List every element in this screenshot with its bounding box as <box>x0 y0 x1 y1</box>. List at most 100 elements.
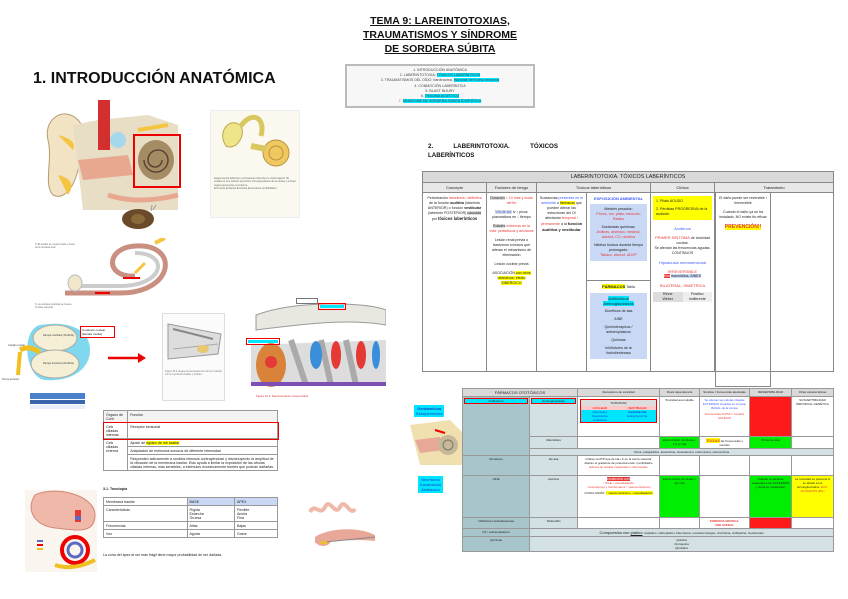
corti-cell: Ajuste de rigidez de mb basilar <box>127 438 278 447</box>
tono-cell: Rígida Estrecha Gruesa <box>186 505 235 522</box>
table-of-contents: 1. INTRODUCCIÓN ANATÓMICA 2. LABERINTOTO… <box>345 64 535 108</box>
corti-header-funcion: Función <box>127 410 278 423</box>
title-line-2: TRAUMATISMOS Y SÍNDROME <box>362 29 517 41</box>
t2-cell: Otros: polipéptidos, tetraciclina, clora… <box>529 448 834 456</box>
tratamiento-cell: El daño puede ser reversible / irreversi… <box>715 193 771 387</box>
brain-tonotopy-figure <box>25 490 97 572</box>
t2-cell: Sildenafilo <box>529 517 578 529</box>
t2-cell: INHIBICIÓN COX↓ PGE ↓ vasodilatación↑ le… <box>577 475 660 518</box>
figure-caption: Figura 22-3. Representación esquemática <box>256 394 309 398</box>
tono-cell: Bajas <box>233 521 279 530</box>
right-arrow-icon <box>108 350 146 368</box>
t2-reversibility-red <box>749 396 792 437</box>
small-blue-table <box>30 393 85 409</box>
t2-cell: Aspirina <box>529 475 578 518</box>
rampa-vestibular-label: Rampa vestibular (Perilinfa) <box>43 334 74 337</box>
table1-title: LABERINTOTOXIA. TÓXICOS LABERÍNTICOS <box>423 172 833 183</box>
neomicina-label: Neomicina Kanamicina Amikacina <box>418 476 443 493</box>
title-line-3: DE SORDERA SÚBITA <box>384 43 496 55</box>
t2-cell: SORDERA BRUSCA, UNILATERAL <box>699 517 750 529</box>
col-tratamiento: Tratamiento <box>763 185 785 190</box>
toxicos-list-cell: EXPOSICIÓN AMBIENTAL Metales pesados:Plo… <box>587 193 651 371</box>
tono-cell: Altas <box>186 521 235 530</box>
tonotopia-note: La zona del ápex al ser más frágil tiene… <box>103 553 223 557</box>
corti-cell: Adaptación de estímulos sonoros de difer… <box>127 446 278 455</box>
t2-cell: Inhiben la ATP asa de Na+ K en la estría… <box>577 455 660 476</box>
t2-cell: Compuestos con platino: cisplatino, carb… <box>529 528 834 537</box>
snail-image <box>118 204 158 230</box>
t2-cell: Toxicidad acumulable <box>659 396 700 437</box>
col-clinica: Clínica <box>651 183 715 192</box>
factor-item: Lesión coclear previa <box>494 262 529 266</box>
t2-cell: Macrólidos <box>529 436 578 449</box>
t2-cell: Quinina Cloroquina Quinidina <box>529 536 834 552</box>
toc-item: 4. CONMOCIÓN LABERÍNTICA <box>414 83 466 88</box>
toxicos-desc-cell: Sustancias presentes en el ambiente o fá… <box>537 193 587 371</box>
document-title: TEMA 9: LAREINTOTOXIAS, TRAUMATISMOS Y S… <box>340 14 540 56</box>
cochlea-wave-diagram: 5. El estribo se mueve hacia y fuera de … <box>35 236 200 318</box>
labyrinth-figure: Esquema del laberinto membranoso derecho… <box>210 110 300 218</box>
t2-cell: Inhibidores fosfodiesterasa <box>461 517 531 529</box>
factor-item: Edades extremas de la vida: pediátricos … <box>489 224 534 233</box>
t2-cell: Efecto tóxico con dosis > 1,5 g / día <box>659 436 700 449</box>
tono-cell: Características <box>103 505 188 522</box>
t2-cell: Quininas <box>461 536 531 552</box>
factores-cell: Duración > 10 días y dosis del fto Vía d… <box>487 193 537 371</box>
t2-cell: Efecto tóxico con dosis > 3g / día <box>659 475 700 518</box>
factor-item: Vía de ad. iv ↑ picos plasmáticos en ↓ t… <box>492 210 531 219</box>
antibioticos-cell: Antibióticos <box>463 398 529 404</box>
tono-cell: Frecuencias <box>103 521 188 530</box>
conducto-coclear-label: Conducto coclear (Escala media) <box>80 326 115 338</box>
t2-cell: La toxicidad se potencia si se añade a l… <box>791 475 834 518</box>
ganglio-label: Ganglio espiral <box>8 344 25 347</box>
tonotopia-heading: 3.1. Tonotopía <box>103 487 128 491</box>
prevencion-label: PREVENCIÓN!! <box>724 224 762 230</box>
t2-cell: TODAS las frecuencias y sonidos <box>699 436 750 449</box>
t2-header: FÁRMACOS OTOTÓXICOS <box>462 388 578 397</box>
concepto-cell: Perturbación transitoria / definitiva de… <box>423 193 487 371</box>
tono-header: Membrana basilar <box>103 497 188 506</box>
nervio-label: Nervio acústico <box>2 378 20 381</box>
section-1-heading: 1. INTRODUCCIÓN ANATÓMICA <box>33 70 276 87</box>
factor-item: ASOCIACIÓN con otros ototóxicos: efecto … <box>492 271 531 285</box>
t2-cell: QT / antineoplásicos <box>461 528 531 537</box>
farmacos-ototoxicos-table: FÁRMACOS OTOTÓXICOS Mecanismo de toxicid… <box>461 388 834 552</box>
tono-header-apex: APEX <box>233 497 279 506</box>
t2-cell: Cuando el paciente suspenda a los ACUFEN… <box>749 475 792 518</box>
t2-header: Dosis dependencia <box>659 388 700 397</box>
col-concepto: Concepto <box>423 183 487 192</box>
toc-item: 2. LABERINTOTOXIA: TÓXICOS LABERÍNTICOS <box>399 73 481 78</box>
organ-of-corti-colored-figure: Figura 22-3. Representación esquemática <box>236 298 387 400</box>
corti-header-organ: Órgano de Corti <box>102 410 129 423</box>
section-2-heading: 2.LABERINTOTOXIA.TÓXICOS LABERÍNTICOS <box>428 143 558 159</box>
corti-cell: Responden activamente a sonidos intensos… <box>127 454 278 471</box>
factor-item: Lesión renal previa o trastornos crónico… <box>491 238 532 257</box>
t2-header: Otras características <box>791 388 834 397</box>
t2-header: Sonidos / frecuencias afectadas <box>699 388 750 397</box>
laberintotoxia-table: LABERINTOTOXIA. TÓXICOS LABERÍNTICOS Con… <box>422 171 834 387</box>
tono-cell: Grave <box>233 529 279 538</box>
corti-cell: Cels ciliadas externa <box>102 438 129 471</box>
col-toxicos: Tóxicos laberínticos <box>537 183 651 192</box>
toc-item: 1. INTRODUCCIÓN ANATÓMICA <box>413 68 467 72</box>
t2-cell: Diuréticos <box>461 455 531 476</box>
t2-cell: AINE <box>461 475 531 518</box>
t2-cell: Se afectan las células ciliadas EXTERNAS… <box>699 396 750 437</box>
toc-item: 6. TRAUMA ACÚSTICO <box>420 94 460 99</box>
organ-of-corti-book-figure: Figura 15-2. Esquema del órgano de Corti… <box>162 313 225 401</box>
cochlear-duct-cross-section: Rampa vestibular (Perilinfa) Rampa timpá… <box>2 320 115 385</box>
tono-cell: Voz <box>103 529 188 538</box>
toc-item: 5. BLAST INJURY <box>425 88 455 93</box>
farmacos-title: FÁRMACOS <box>602 284 626 289</box>
exposicion-list: Metales pesados:Plomo, oro, plata, mercu… <box>590 204 647 261</box>
tono-header-base: BASE <box>186 497 235 506</box>
toc-item: 7. SÍNDROME DE SORDERA SÚBITA IDIOPÁTICA <box>398 99 482 104</box>
basilar-membrane-figure <box>305 497 380 557</box>
corti-cell: Receptor sensorial <box>127 422 278 439</box>
tono-cell: Flexible Ancha Fina <box>233 505 279 522</box>
ear-ototoxic-figure <box>410 415 465 475</box>
tono-cell: Aguda <box>186 529 235 538</box>
